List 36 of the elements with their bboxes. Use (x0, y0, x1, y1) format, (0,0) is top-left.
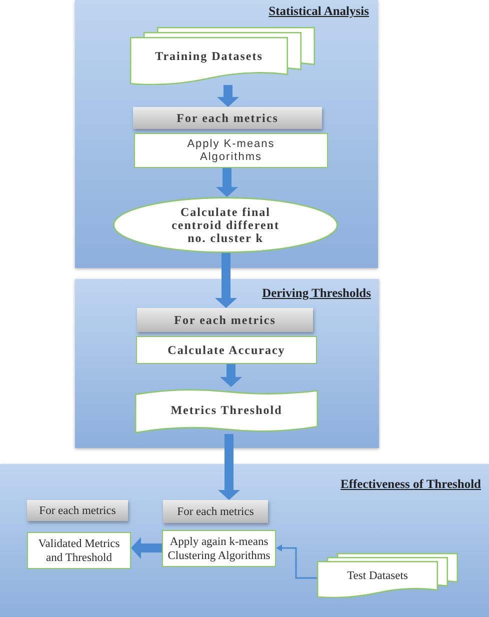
process-box (134, 133, 328, 168)
step-label: Metrics Threshold (170, 404, 282, 417)
section-panel (75, 0, 378, 268)
block-arrow (217, 85, 239, 107)
section-title: Statistical Analysis (268, 4, 369, 19)
loop-header-box (163, 500, 268, 523)
block-arrow (131, 537, 162, 559)
process-box (27, 532, 131, 569)
step-label: For each metrics (39, 504, 116, 518)
step-label: Training Datasets (155, 50, 263, 63)
document-stack (130, 27, 315, 85)
section-panel (0, 464, 489, 617)
loop-header-box (137, 308, 313, 332)
step-label: For each metrics (177, 504, 254, 518)
step-label: Apply K-means Algorithms (186, 138, 276, 164)
step-label: For each metrics (176, 112, 278, 124)
connector-arrow (276, 544, 317, 579)
step-label: Calculate final centroid different no. cluster k (170, 206, 280, 244)
section-title: Deriving Thresholds (262, 286, 371, 301)
process-ellipse (113, 197, 338, 253)
process-box (136, 336, 317, 364)
document-stack (317, 553, 458, 598)
step-label: Validated Metrics and Threshold (37, 536, 121, 564)
tape-document (135, 387, 318, 434)
block-arrow (216, 168, 238, 197)
step-label: Test Datasets (347, 568, 408, 583)
step-label: For each metrics (174, 314, 276, 326)
block-arrow (218, 434, 240, 500)
loop-header-box (133, 107, 322, 129)
block-arrow (215, 253, 237, 308)
loop-header-box (27, 500, 128, 521)
step-label: Apply again k-means Clustering Algorithms (166, 534, 272, 562)
step-label: Calculate Accuracy (168, 344, 286, 356)
block-arrow (220, 364, 242, 387)
section-title: Effectiveness of Threshold (340, 477, 481, 492)
section-panel (75, 279, 379, 448)
